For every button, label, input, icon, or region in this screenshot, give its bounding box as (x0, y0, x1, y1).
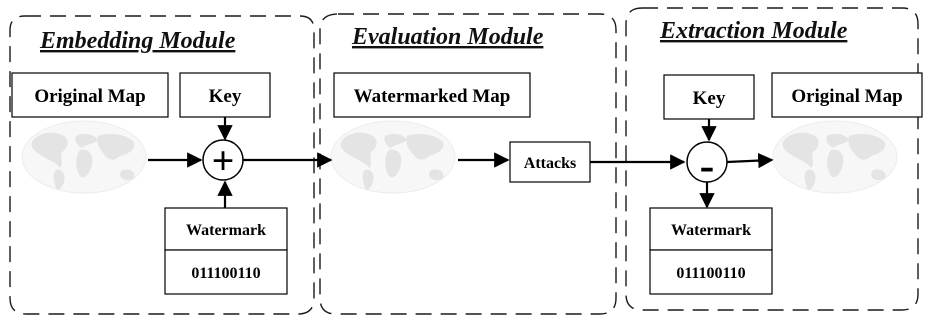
world-map-icon (21, 120, 147, 194)
world-map-icon (772, 120, 898, 194)
key-label: Key (209, 86, 242, 107)
watermarked-map-label: Watermarked Map (354, 86, 511, 107)
extraction-key-label: Key (693, 88, 726, 109)
attacks-box (509, 141, 591, 183)
extraction-module-title: Extraction Module (659, 18, 848, 44)
extraction-original-map-box (771, 72, 923, 118)
key-box (179, 72, 271, 118)
embedding-module-border (9, 15, 315, 315)
original-map-box (11, 72, 169, 118)
extraction-original-map-label: Original Map (791, 86, 902, 107)
extraction-watermark-label: Watermark (671, 222, 751, 239)
extraction-watermark-box (649, 207, 773, 251)
world-map-icon (330, 120, 456, 194)
plus-operator: + (212, 138, 235, 183)
extraction-module-border (625, 7, 919, 311)
minus-to-map-arrow (726, 152, 774, 169)
extraction-watermark-bits: 011100110 (676, 265, 745, 282)
evaluation-module-border (319, 13, 617, 315)
extraction-key-box (663, 74, 755, 120)
watermark-bits: 011100110 (191, 265, 260, 282)
watermark-box (164, 207, 288, 251)
extraction-watermark-bits-box (649, 249, 773, 295)
minus-operator: - (700, 141, 715, 190)
watermark-label: Watermark (186, 222, 266, 239)
embedding-module-title: Embedding Module (39, 28, 236, 54)
watermark-bits-box (164, 249, 288, 295)
attacks-label: Attacks (524, 155, 576, 172)
original-map-label: Original Map (34, 86, 145, 107)
evaluation-module-title: Evaluation Module (351, 24, 544, 50)
watermarked-map-box (333, 72, 531, 118)
